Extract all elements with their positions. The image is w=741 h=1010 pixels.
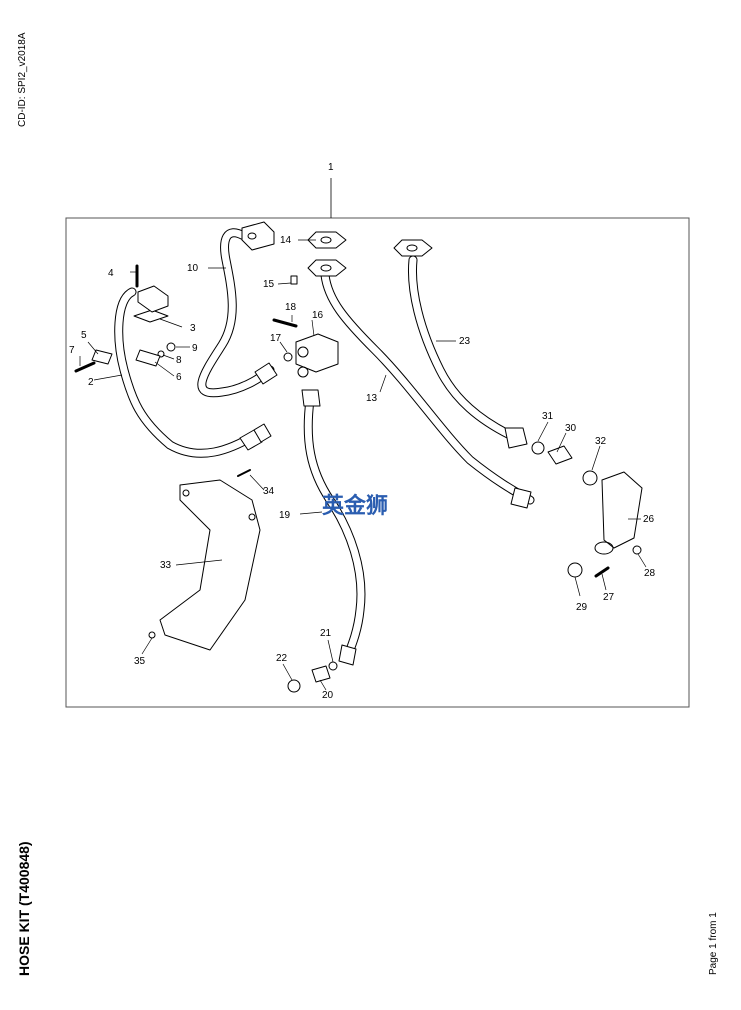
callout-20: 20 [322, 690, 334, 701]
callout-35: 35 [134, 656, 146, 667]
callout-27: 27 [603, 592, 615, 603]
callout-28: 28 [644, 568, 656, 579]
clip-6 [135, 349, 161, 367]
callout-1: 1 [328, 162, 334, 173]
washer-8 [157, 350, 165, 358]
hose-10 [197, 228, 278, 398]
block-16 [295, 333, 339, 373]
callout-21: 21 [320, 628, 332, 639]
adapter-30 [547, 445, 573, 465]
callout-16: 16 [312, 310, 324, 321]
callout-30: 30 [565, 423, 577, 434]
callout-22: 22 [276, 653, 288, 664]
elbow-26 [601, 471, 643, 549]
callout-10: 10 [187, 263, 199, 274]
callout-29: 29 [576, 602, 588, 613]
ring-29 [567, 562, 583, 578]
clamp-3 [133, 309, 169, 323]
ring-22 [287, 679, 301, 693]
callout-8: 8 [176, 355, 182, 366]
bolt-18 [272, 318, 298, 328]
flange-10 [241, 221, 275, 251]
hose-13 [320, 270, 535, 509]
hose-2 [114, 287, 272, 458]
nut-9 [166, 342, 176, 352]
callout-18: 18 [285, 302, 297, 313]
callout-19: 19 [279, 510, 291, 521]
diagram-frame [65, 217, 690, 708]
callout-32: 32 [595, 436, 607, 447]
hose-19 [301, 389, 366, 666]
ring-21 [328, 661, 338, 671]
plug-15 [290, 275, 298, 285]
watermark: 英金狮 [322, 493, 388, 519]
flange-13 [307, 259, 347, 277]
adapter-20 [311, 665, 331, 683]
bolt-27 [594, 566, 610, 578]
bolt-34 [237, 469, 251, 477]
clamp-4 [137, 285, 169, 313]
callout-7: 7 [69, 345, 75, 356]
callout-31: 31 [542, 411, 554, 422]
clip-5 [91, 349, 113, 365]
callout-14: 14 [280, 235, 292, 246]
callout-13: 13 [366, 393, 378, 404]
callout-9: 9 [192, 343, 198, 354]
callout-23: 23 [459, 336, 471, 347]
callout-5: 5 [81, 330, 87, 341]
callout-34: 34 [263, 486, 275, 497]
callout-3: 3 [190, 323, 196, 334]
bolt-35 [148, 631, 156, 639]
callout-33: 33 [160, 560, 172, 571]
ring-31 [531, 441, 545, 455]
callout-2: 2 [88, 377, 94, 388]
flange-23 [393, 239, 433, 257]
hose-23 [408, 255, 528, 449]
ring-32 [582, 470, 598, 486]
callout-17: 17 [270, 333, 282, 344]
callout-4: 4 [108, 268, 114, 279]
callout-6: 6 [176, 372, 182, 383]
bolt-28 [632, 545, 642, 555]
callout-15: 15 [263, 279, 275, 290]
ring-17 [283, 352, 293, 362]
bolt-7 [74, 361, 96, 373]
bracket-33 [159, 479, 261, 651]
callout-26: 26 [643, 514, 655, 525]
